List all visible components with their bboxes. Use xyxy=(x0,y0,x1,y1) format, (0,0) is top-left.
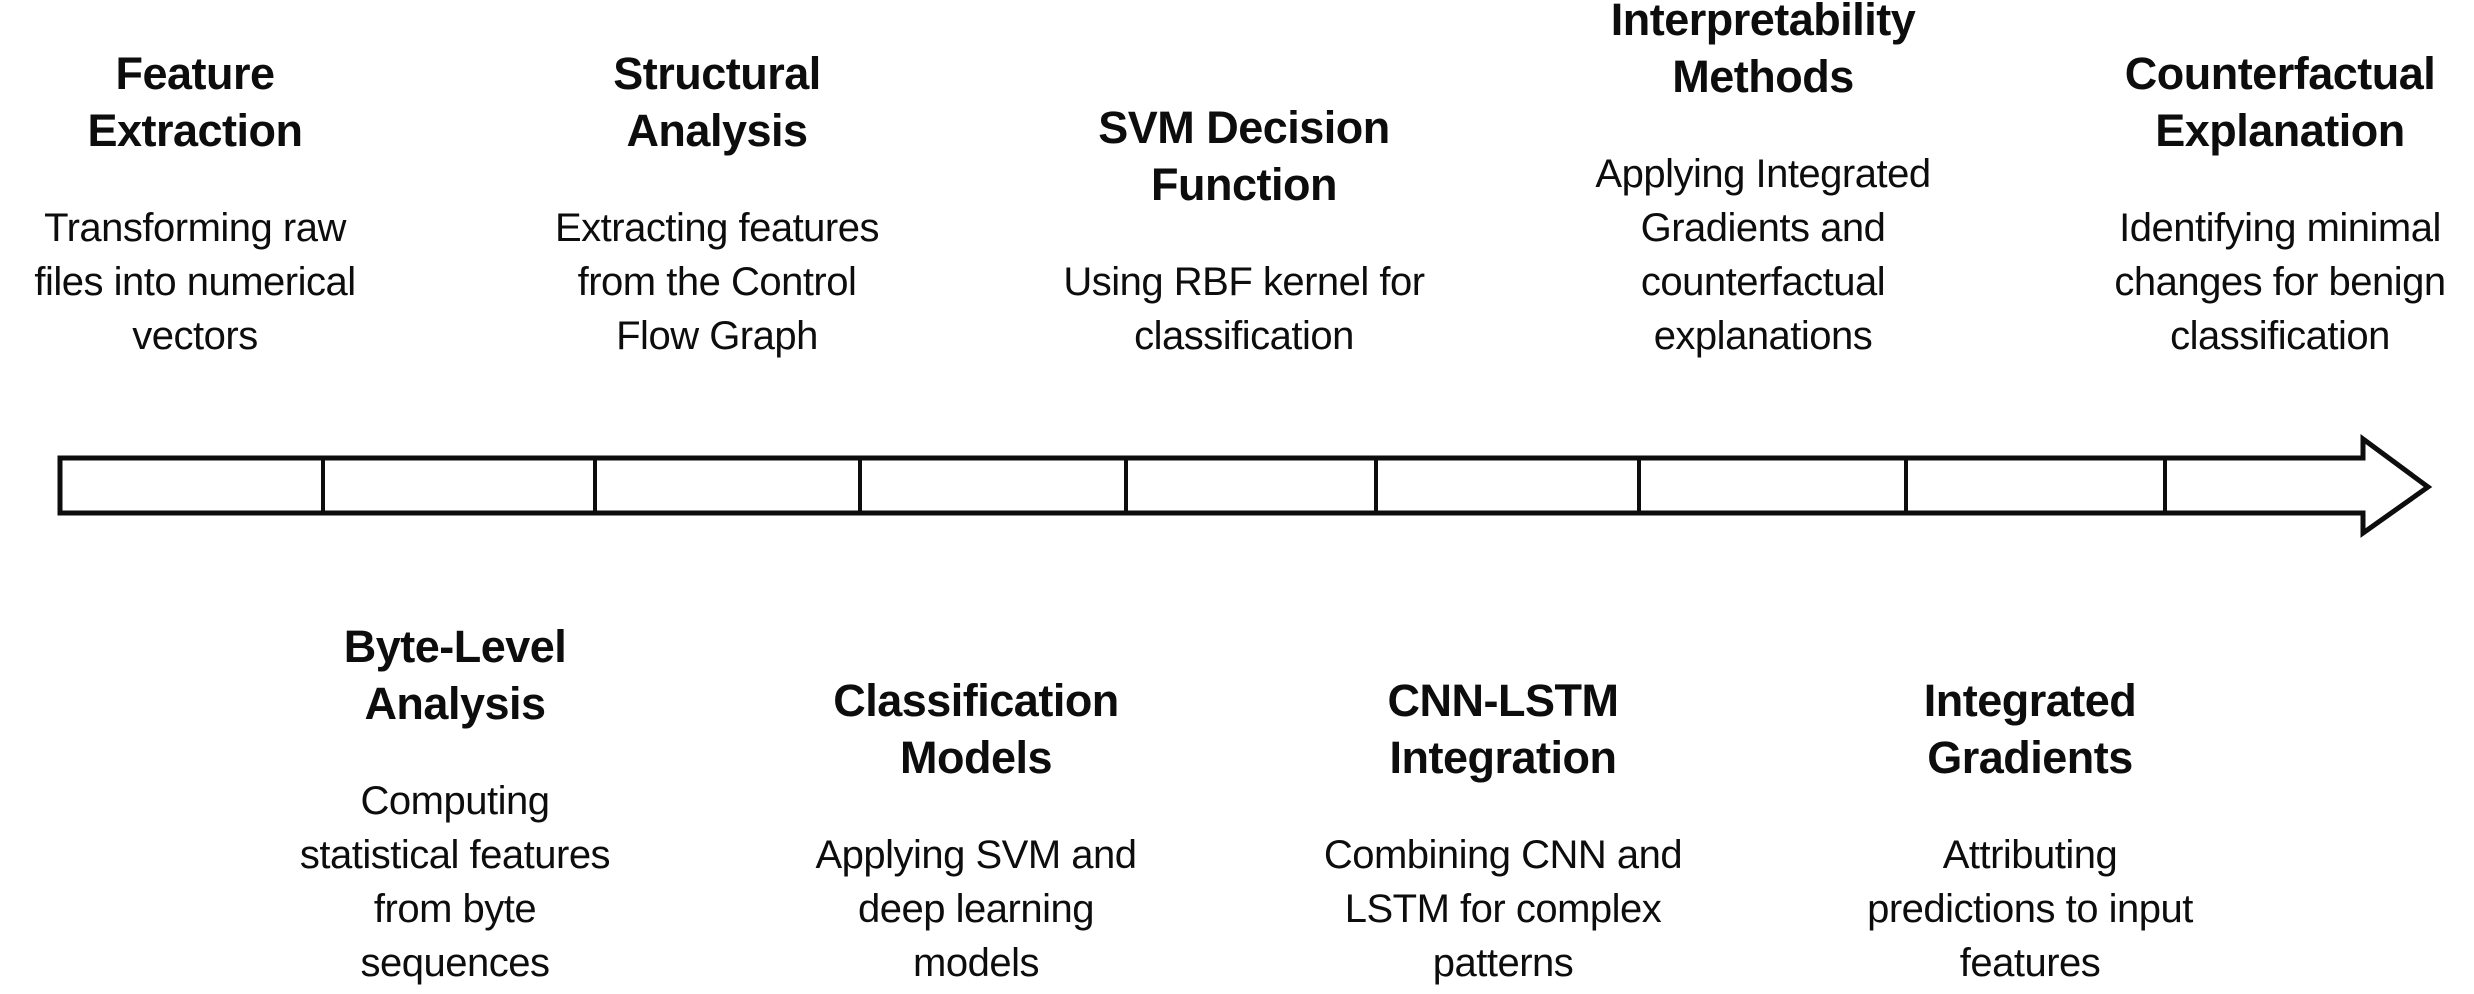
milestone-svm-decision-function: SVM Decision Function Using RBF kernel f… xyxy=(1024,99,1464,363)
milestone-description: Computing statistical features from byte… xyxy=(299,779,611,985)
milestone-cnn-lstm-integration: CNN-LSTM Integration Combining CNN and L… xyxy=(1283,672,1723,990)
milestone-title: Byte-Level Analysis xyxy=(343,621,567,729)
timeline-arrow-graphic xyxy=(57,434,2433,538)
milestone-title: Structural Analysis xyxy=(613,48,821,156)
milestone-byte-level-analysis: Byte-Level Analysis Computing statistica… xyxy=(235,618,675,990)
milestone-structural-analysis: Structural Analysis Extracting features … xyxy=(497,45,937,363)
milestone-title: Feature Extraction xyxy=(87,48,303,156)
milestone-description: Combining CNN and LSTM for complex patte… xyxy=(1323,833,1683,985)
milestone-title: SVM Decision Function xyxy=(1098,102,1390,210)
arrow-outline xyxy=(57,434,2433,538)
milestone-feature-extraction: Feature Extraction Transforming raw file… xyxy=(0,45,415,363)
milestone-description: Identifying minimal changes for benign c… xyxy=(2114,206,2446,358)
milestone-counterfactual-explanation: Counterfactual Explanation Identifying m… xyxy=(2060,45,2474,363)
milestone-description: Applying SVM and deep learning models xyxy=(815,833,1137,985)
milestone-description: Attributing predictions to input feature… xyxy=(1867,833,2193,985)
milestone-title: Integrated Gradients xyxy=(1923,675,2137,783)
milestone-description: Extracting features from the Control Flo… xyxy=(555,206,880,358)
milestone-interpretability-methods: Interpretability Methods Applying Integr… xyxy=(1543,0,1983,363)
milestone-description: Using RBF kernel for classification xyxy=(1063,260,1425,358)
milestone-title: Classification Models xyxy=(833,675,1119,783)
milestone-description: Applying Integrated Gradients and counte… xyxy=(1595,152,1931,358)
arrow-segment-dividers xyxy=(321,458,2167,513)
milestone-classification-models: Classification Models Applying SVM and d… xyxy=(756,672,1196,990)
milestone-description: Transforming raw files into numerical ve… xyxy=(34,206,356,358)
milestone-title: CNN-LSTM Integration xyxy=(1387,675,1619,783)
milestone-integrated-gradients: Integrated Gradients Attributing predict… xyxy=(1810,672,2250,990)
timeline-arrow xyxy=(0,420,2474,550)
milestone-title: Interpretability Methods xyxy=(1610,0,1916,102)
milestone-title: Counterfactual Explanation xyxy=(2124,48,2436,156)
